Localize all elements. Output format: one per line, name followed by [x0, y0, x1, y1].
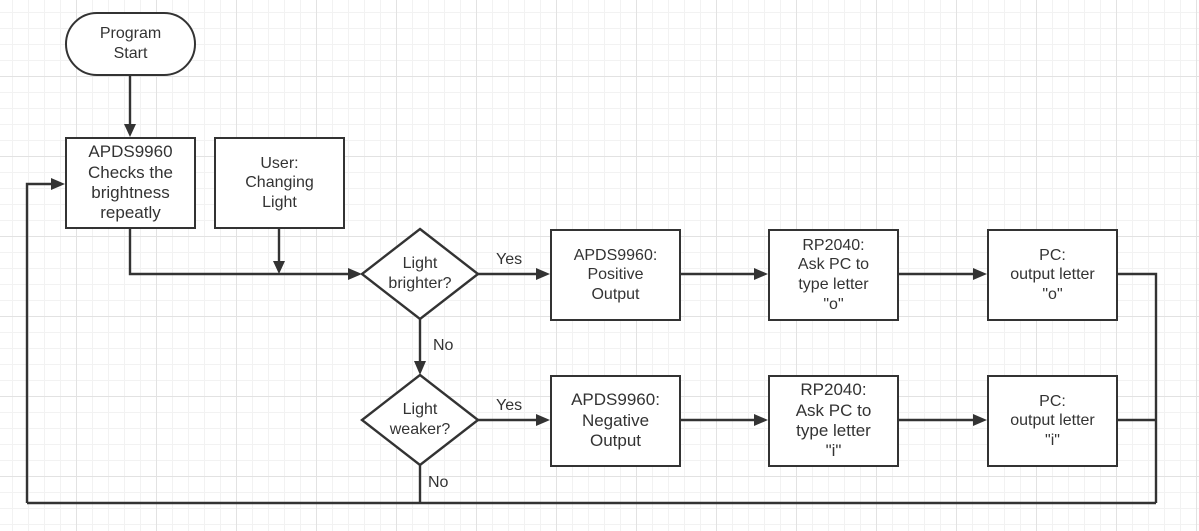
- edge-label-weaker-no: No: [428, 474, 449, 491]
- arrowhead-to-weaker: [414, 361, 426, 375]
- node-pc-i-label: PC:output letter"i": [1010, 392, 1095, 449]
- edge-loop-back-to-check: [25, 182, 53, 503]
- arrowhead-user-to-brighter: [273, 261, 285, 274]
- node-pc-o: PC:output letter"o": [987, 229, 1118, 321]
- arrowhead-to-positive: [536, 268, 550, 280]
- arrowhead-to-pc-i: [973, 414, 987, 426]
- arrowhead-start-to-check: [124, 124, 136, 137]
- edge-check-to-brighter: [128, 229, 350, 276]
- arrowhead-to-rp-i: [754, 414, 768, 426]
- edge-label-brighter-no: No: [433, 337, 454, 354]
- arrowhead-to-pc-o: [973, 268, 987, 280]
- arrowhead-to-rp-o: [754, 268, 768, 280]
- edge-pc-o-return: [1117, 272, 1158, 503]
- node-pc-o-label: PC:output letter"o": [1010, 246, 1095, 303]
- arrowhead-loop-to-check: [51, 178, 65, 190]
- arrowhead-to-negative: [536, 414, 550, 426]
- edge-label-weaker-yes: Yes: [496, 397, 523, 414]
- arrowhead-into-brighter: [348, 268, 362, 280]
- edge-label-brighter-yes: Yes: [496, 251, 523, 268]
- node-pc-i: PC:output letter"i": [987, 375, 1118, 467]
